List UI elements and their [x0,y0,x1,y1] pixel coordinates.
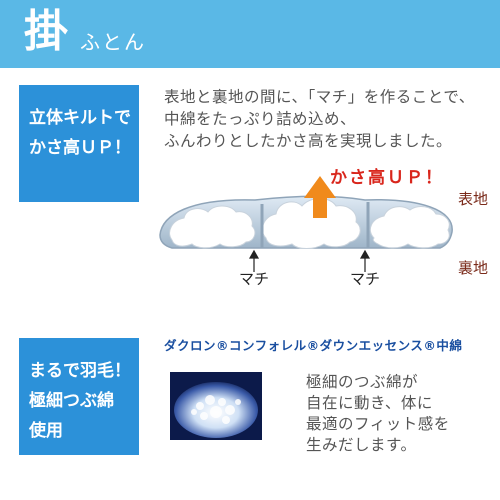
description-line: 生みだします。 [306,436,417,454]
header-title-kanji: 掛 [24,6,68,57]
description-line: 極細のつぶ綿が [306,373,419,391]
stuffing-cloud-center [261,198,361,249]
description-line: 自在に動き、体に [306,394,433,412]
badge-line: かさ高ＵＰ！ [29,138,131,158]
badge-line: 極細つぶ綿 [29,391,114,411]
filling-cluster-photo [170,372,262,440]
feature-badge-filling: まるで羽毛！ 極細つぶ綿 使用 [19,338,139,455]
filling-description: 極細のつぶ綿が 自在に動き、体に 最適のフィット感を 生みだします。 [306,372,486,456]
header-banner: 掛 ふとん [0,0,500,68]
quilt-cross-section-diagram [159,176,453,272]
gusset-arrow-left [248,249,260,272]
badge-line: 使用 [29,421,63,441]
loft-up-arrow [304,176,336,218]
header-title-text: ふとん [80,30,146,54]
badge-line: 立体キルトで [29,108,131,128]
feature-badge-quilt: 立体キルトで かさ高ＵＰ！ [19,85,139,202]
description-line: ふんわりとしたかさ高を実現しました。 [164,132,453,150]
filling-product-name: ダクロン®コンフォレル®ダウンエッセンス®中綿 [164,338,463,353]
gusset-label-left: マチ [239,270,270,288]
outer-fabric-label: 表地 [458,190,489,208]
inner-fabric-label: 裏地 [458,259,489,277]
loft-up-label: かさ高ＵＰ！ [330,168,444,188]
stuffing-cloud-right [369,206,450,249]
description-line: 表地と裏地の間に、「マチ」を作ることで、 [164,88,475,106]
description-line: 中綿をたっぷり詰め込め、 [164,110,357,128]
badge-line: まるで羽毛！ [29,361,131,381]
gusset-label-right: マチ [350,270,381,288]
description-line: 最適のフィット感を [306,415,450,433]
stuffing-cloud-left [169,205,256,249]
quilt-description: 表地と裏地の間に、「マチ」を作ることで、 中綿をたっぷり詰め込め、 ふんわりとし… [164,86,494,152]
gusset-arrow-right [359,249,371,272]
